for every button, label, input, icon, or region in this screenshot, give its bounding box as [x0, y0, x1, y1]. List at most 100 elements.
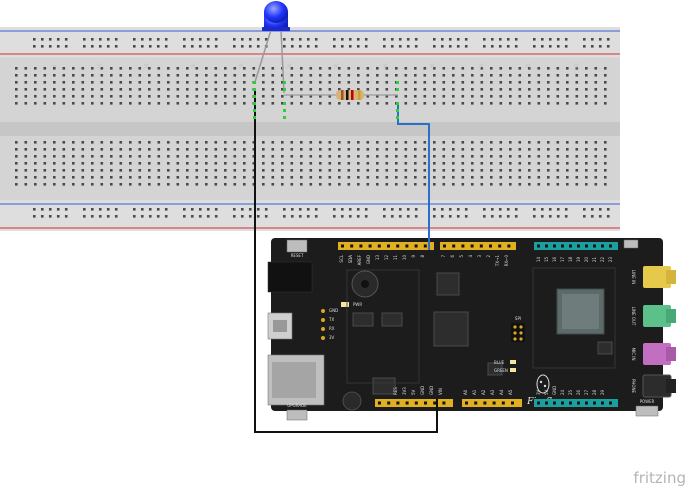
breadboard-hole	[442, 162, 446, 165]
firefly-board: RESET UPGRADE PWR GND TX RX 3V	[267, 238, 676, 421]
breadboard-hole	[138, 102, 142, 105]
breadboard-hole	[157, 95, 161, 98]
pin-label: RX←0	[504, 255, 509, 267]
breadboard-hole	[62, 102, 66, 105]
breadboard-hole	[83, 38, 86, 41]
breadboard-hole	[556, 45, 560, 48]
header-pin	[545, 401, 548, 405]
breadboard-hole	[24, 176, 28, 179]
breadboard-hole	[300, 183, 303, 186]
breadboard-hole	[262, 155, 265, 158]
breadboard-hole	[309, 176, 313, 179]
breadboard-hole	[186, 169, 189, 172]
reset-button[interactable]	[286, 239, 308, 253]
breadboard-hole	[110, 162, 113, 165]
breadboard-hole	[306, 45, 310, 48]
breadboard-hole	[556, 162, 560, 165]
column-number: 30	[287, 63, 292, 69]
breadboard-hole	[448, 38, 452, 41]
breadboard-hole	[176, 102, 180, 105]
header-pin	[387, 244, 390, 248]
breadboard-hole	[243, 95, 246, 98]
top-left-header	[338, 242, 434, 250]
breadboard-hole	[233, 148, 237, 151]
upgrade-button[interactable]	[286, 409, 308, 421]
breadboard-hole	[90, 45, 94, 48]
breadboard-hole	[290, 208, 294, 211]
upgrade-label: UPGRADE	[287, 403, 307, 408]
ic-right	[597, 341, 613, 355]
breadboard-hole	[585, 155, 588, 158]
breadboard-hole	[606, 215, 610, 218]
breadboard-hole	[167, 169, 170, 172]
breadboard-hole	[556, 38, 560, 41]
breadboard-hole	[471, 148, 474, 151]
breadboard-hole	[252, 176, 256, 179]
breadboard-hole	[376, 183, 379, 186]
breadboard-hole	[206, 208, 210, 211]
pin-label: 18	[568, 256, 573, 262]
breadboard-hole	[148, 45, 152, 48]
breadboard-hole	[72, 141, 75, 144]
breadboard-hole	[15, 169, 18, 172]
breadboard-hole	[256, 215, 260, 218]
breadboard-hole	[604, 141, 607, 144]
breadboard-hole	[298, 38, 302, 41]
breadboard-hole	[537, 88, 541, 91]
power-button[interactable]	[635, 405, 659, 417]
breadboard-hole	[385, 88, 389, 91]
breadboard-hole	[518, 95, 522, 98]
right-bottom-labels: 3V 5V GND 24 25 26 27 28 29	[536, 386, 605, 395]
breadboard-hole	[537, 162, 541, 165]
breadboard-hole	[385, 81, 389, 84]
breadboard-hole	[533, 215, 536, 218]
breadboard-hole	[214, 148, 218, 151]
breadboard-hole	[564, 215, 568, 218]
breadboard-hole	[537, 183, 541, 186]
breadboard-hole	[157, 141, 161, 144]
breadboard-hole	[148, 155, 151, 158]
breadboard-hole	[490, 67, 493, 70]
breadboard-hole	[556, 67, 560, 70]
breadboard-hole	[518, 162, 522, 165]
breadboard-hole	[40, 45, 44, 48]
header-pin	[405, 401, 409, 405]
breadboard-hole	[72, 88, 75, 91]
breadboard-hole	[43, 67, 47, 70]
breadboard-hole	[547, 67, 550, 70]
breadboard-hole	[594, 141, 598, 144]
breadboard-hole	[214, 45, 218, 48]
breadboard-hole	[556, 169, 560, 172]
breadboard-hole	[262, 74, 265, 77]
breadboard-hole	[205, 141, 208, 144]
breadboard-hole	[133, 45, 136, 48]
breadboard-hole	[167, 88, 170, 91]
breadboard-hole	[186, 141, 189, 144]
breadboard-hole	[243, 102, 246, 105]
breadboard-hole	[452, 141, 455, 144]
breadboard-hole	[140, 208, 144, 211]
breadboard-hole	[452, 67, 455, 70]
header-pin	[433, 401, 437, 405]
breadboard-hole	[43, 74, 47, 77]
breadboard-hole	[133, 215, 136, 218]
breadboard-hole	[214, 88, 218, 91]
breadboard-hole	[590, 38, 594, 41]
breadboard-hole	[340, 45, 344, 48]
pin-label: 24	[560, 389, 565, 395]
breadboard-hole	[440, 215, 444, 218]
breadboard-hole	[514, 215, 518, 218]
breadboard-hole	[585, 141, 588, 144]
breadboard-hole	[40, 208, 44, 211]
breadboard-hole	[366, 102, 370, 105]
breadboard-hole	[433, 141, 436, 144]
breadboard-hole	[83, 45, 86, 48]
breadboard-hole	[48, 215, 52, 218]
breadboard-hole	[167, 148, 170, 151]
breadboard-hole	[138, 88, 142, 91]
breadboard-hole	[91, 169, 94, 172]
breadboard-hole	[606, 208, 610, 211]
header-pin	[465, 401, 468, 405]
breadboard-hole	[186, 162, 189, 165]
breadboard-hole	[205, 148, 208, 151]
